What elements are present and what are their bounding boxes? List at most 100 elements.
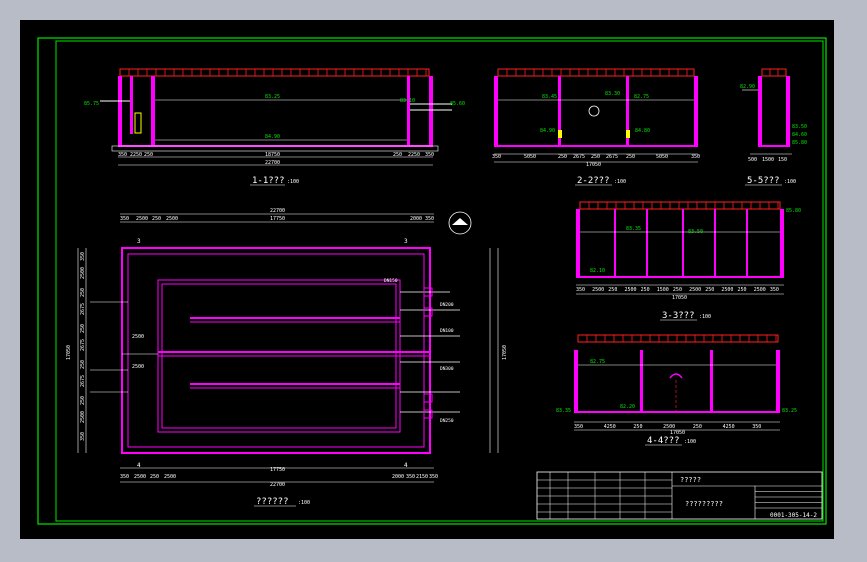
svg-text:85.80: 85.80 [792, 140, 807, 146]
north-arrow-icon [448, 211, 472, 235]
svg-text:5050: 5050 [656, 154, 668, 160]
dimension-label: 350 [80, 252, 86, 261]
svg-text:17750: 17750 [270, 467, 285, 473]
svg-text:DN150: DN150 [384, 278, 398, 284]
sec1-level-c: 85.75 [84, 101, 99, 107]
svg-text:250: 250 [558, 154, 567, 160]
dimension-label: 2675 [80, 339, 86, 351]
svg-text:84.80: 84.80 [635, 128, 650, 134]
dimension-label: 250 [80, 288, 86, 297]
svg-text:4: 4 [404, 462, 408, 469]
svg-text:DN200: DN200 [440, 302, 454, 308]
cad-viewport[interactable]: 83.25 83.10 85.75 85.60 84.90 350 2250 2… [20, 20, 834, 539]
svg-text:84.60: 84.60 [792, 132, 807, 138]
svg-text:17050: 17050 [672, 295, 687, 301]
dimension-label: 1500 [657, 287, 669, 293]
plan-title: ?????? [256, 497, 289, 507]
dimension-label: 250 [80, 360, 86, 369]
dimension-label: 250 [80, 396, 86, 405]
outer-frame [37, 37, 827, 525]
svg-text:2500: 2500 [164, 474, 176, 480]
dimension-label: 250 [633, 424, 642, 430]
svg-text:2675: 2675 [573, 154, 585, 160]
svg-text:350: 350 [406, 474, 415, 480]
svg-text:250: 250 [393, 152, 402, 158]
svg-text:4: 4 [137, 462, 141, 469]
svg-text:22700: 22700 [270, 482, 285, 488]
svg-text:17050: 17050 [66, 345, 72, 360]
dimension-label: 350 [576, 287, 585, 293]
dimension-label: 4250 [723, 424, 735, 430]
sec5-title: 5-5??? [747, 176, 780, 186]
svg-text:2500: 2500 [134, 474, 146, 480]
svg-text:250: 250 [152, 216, 161, 222]
svg-text:22700: 22700 [270, 208, 285, 214]
svg-text:82.90: 82.90 [740, 84, 755, 90]
dimension-label: 250 [673, 287, 682, 293]
svg-text:83.50: 83.50 [792, 124, 807, 130]
svg-text::100: :100 [699, 314, 711, 320]
sec1-level-b: 83.10 [400, 98, 415, 104]
sec4-title: 4-4??? [647, 436, 680, 446]
section-1-1: 83.25 83.10 85.75 85.60 84.90 350 2250 2… [84, 68, 465, 186]
svg-text:350: 350 [118, 152, 127, 158]
svg-text:5050: 5050 [524, 154, 536, 160]
svg-text:350: 350 [120, 474, 129, 480]
svg-text:17750: 17750 [270, 216, 285, 222]
dimension-label: 250 [80, 324, 86, 333]
svg-text:350: 350 [425, 152, 434, 158]
svg-text:17050: 17050 [586, 162, 601, 168]
dimension-label: 2675 [80, 375, 86, 387]
sec1-title: 1-1??? [252, 176, 285, 186]
tb-drawing-no: 0001-305-14-2 [770, 512, 817, 519]
svg-text:22700: 22700 [265, 160, 280, 166]
svg-text::100: :100 [298, 500, 310, 506]
svg-text::100: :100 [287, 179, 299, 185]
tb-drawing-name: ????????? [685, 500, 723, 508]
dimension-label: 350 [80, 432, 86, 441]
svg-text:18750: 18750 [265, 152, 280, 158]
dimension-label: 250 [693, 424, 702, 430]
svg-text:350: 350 [492, 154, 501, 160]
dimension-label: 2500 [592, 287, 604, 293]
svg-text:1500: 1500 [762, 157, 774, 163]
dimension-label: 2675 [80, 303, 86, 315]
svg-text:500: 500 [748, 157, 757, 163]
sec1-level-a: 83.25 [265, 94, 280, 100]
svg-text:250: 250 [144, 152, 153, 158]
sec2-title: 2-2??? [577, 176, 610, 186]
dimension-label: 2500 [663, 424, 675, 430]
dimension-label: 2500 [721, 287, 733, 293]
svg-text:2500: 2500 [132, 334, 144, 340]
svg-text:350: 350 [691, 154, 700, 160]
dimension-label: 350 [574, 424, 583, 430]
dimension-label: 250 [705, 287, 714, 293]
svg-text:250: 250 [591, 154, 600, 160]
dimension-label: 250 [738, 287, 747, 293]
svg-text:2500: 2500 [132, 364, 144, 370]
inner-frame [55, 40, 824, 522]
svg-text:2500: 2500 [166, 216, 178, 222]
svg-text:DN100: DN100 [440, 328, 454, 334]
svg-text:17050: 17050 [670, 430, 685, 436]
cad-drawing: 83.25 83.10 85.75 85.60 84.90 350 2250 2… [37, 37, 827, 525]
svg-text:83.35: 83.35 [556, 408, 571, 414]
svg-text:83.25: 83.25 [782, 408, 797, 414]
sec1-level-d: 85.60 [450, 101, 465, 107]
svg-text:82.20: 82.20 [620, 404, 635, 410]
svg-text:83.35: 83.35 [626, 226, 641, 232]
svg-text:2500: 2500 [136, 216, 148, 222]
sec3-title: 3-3??? [662, 311, 695, 321]
svg-text:DN300: DN300 [440, 366, 454, 372]
plan-view: 22700 17750 350 2500 250 2500 2000 350 3… [66, 208, 508, 507]
sec1-level-e: 84.90 [265, 134, 280, 140]
svg-text:250: 250 [626, 154, 635, 160]
dimension-label: 2500 [80, 267, 86, 279]
svg-text:2000: 2000 [410, 216, 422, 222]
dimension-label: 250 [608, 287, 617, 293]
dimension-label: 350 [770, 287, 779, 293]
svg-text:83.45: 83.45 [542, 94, 557, 100]
svg-text:2675: 2675 [606, 154, 618, 160]
